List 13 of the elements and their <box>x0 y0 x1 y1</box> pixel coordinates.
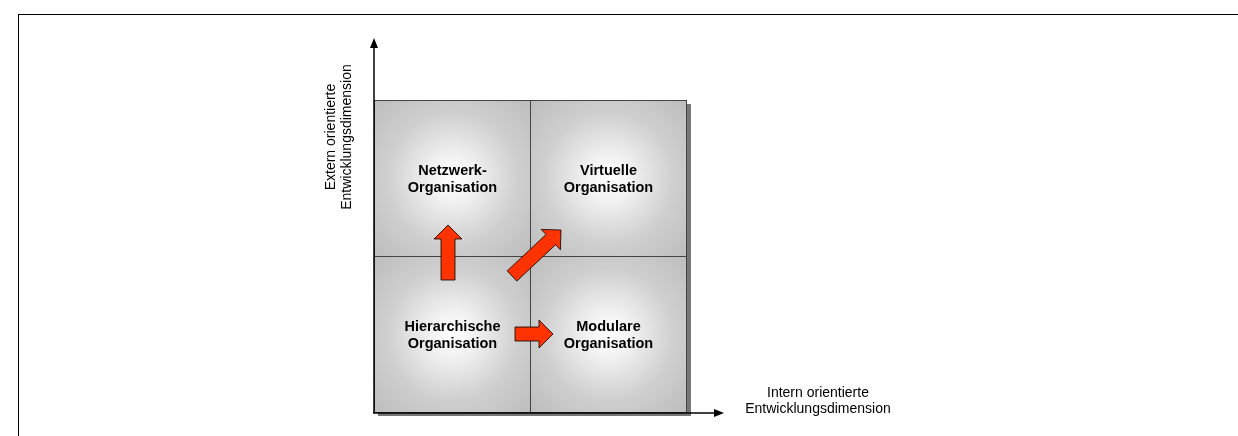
quadrant-box <box>530 256 687 413</box>
axis-label: Intern orientierte Entwicklungsdimension <box>744 384 892 416</box>
axis-label: Extern orientierte Entwicklungsdimension <box>322 63 354 212</box>
block-arrow <box>506 229 562 282</box>
quadrant-box <box>530 100 687 257</box>
quadrant-label: Modulare Organisation <box>562 317 655 352</box>
block-arrow <box>433 224 463 281</box>
block-arrow <box>514 319 554 349</box>
quadrant-box <box>374 100 531 257</box>
quadrant-label: Virtuelle Organisation <box>562 161 655 196</box>
quadrant-label: Netzwerk- Organisation <box>406 161 499 196</box>
quadrant-label: Hierarchische Organisation <box>403 317 502 352</box>
quadrant-box <box>374 256 531 413</box>
